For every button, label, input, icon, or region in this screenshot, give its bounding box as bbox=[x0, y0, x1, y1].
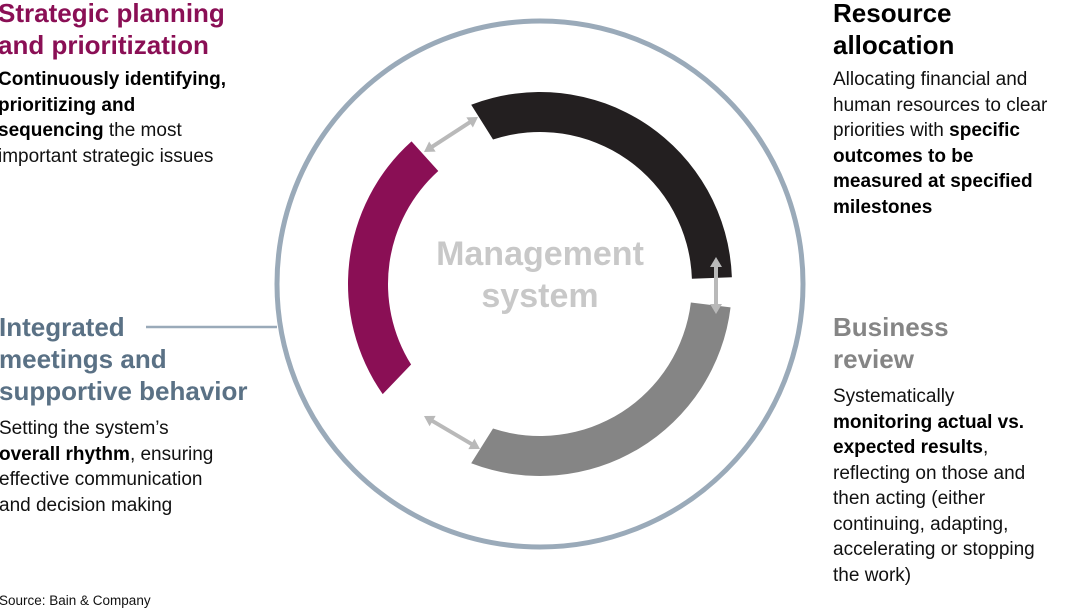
description-text: , ensuring bbox=[129, 443, 214, 465]
description-line: then acting (either bbox=[833, 486, 1080, 512]
resource-allocation-segment bbox=[471, 91, 732, 279]
description-line: Setting the system’s bbox=[0, 416, 289, 442]
double-arrow-top bbox=[424, 117, 478, 152]
arrow-shaft bbox=[429, 418, 475, 447]
description-text: important strategic issues bbox=[0, 145, 214, 167]
description-line: prioritizing and bbox=[0, 93, 288, 119]
heading-line: allocation bbox=[833, 30, 955, 60]
description-line: Systematically bbox=[833, 384, 1080, 410]
description-bold-text: prioritizing and bbox=[0, 94, 136, 116]
arrow-head bbox=[468, 438, 480, 450]
description-text: priorities with bbox=[833, 120, 950, 141]
description-text: Systematically bbox=[833, 386, 955, 407]
description-text: the work) bbox=[833, 564, 912, 586]
description-text: effective communication bbox=[0, 469, 203, 490]
description-text: and decision making bbox=[0, 494, 173, 516]
center-label: Management system bbox=[400, 233, 680, 317]
description-line: overall rhythm, ensuring bbox=[0, 442, 289, 468]
integrated-meetings-heading: Integrated meetings and supportive behav… bbox=[0, 311, 289, 407]
arrow-head bbox=[424, 415, 436, 427]
double-arrow-bottom bbox=[424, 415, 480, 450]
description-text: human resources to clear bbox=[833, 94, 1048, 116]
description-text: continuing, adapting, bbox=[833, 513, 1009, 535]
description-line: continuing, adapting, bbox=[833, 512, 1080, 538]
description-line: monitoring actual vs. bbox=[833, 410, 1080, 436]
description-line: sequencing the most bbox=[0, 118, 288, 144]
description-line: the work) bbox=[833, 563, 1080, 589]
heading-line: Integrated bbox=[0, 312, 125, 342]
description-line: and decision making bbox=[0, 493, 289, 519]
description-line: Continuously identifying, bbox=[0, 67, 288, 93]
double-arrow-right bbox=[710, 257, 722, 314]
heading-line: Business bbox=[833, 312, 949, 342]
description-bold-text: milestones bbox=[833, 196, 933, 218]
business-review-segment bbox=[471, 302, 731, 477]
description-line: milestones bbox=[833, 195, 1080, 221]
description-line: reflecting on those and bbox=[833, 461, 1080, 487]
resource-allocation-heading: Resource allocation bbox=[833, 0, 1080, 61]
description-text: , bbox=[982, 437, 989, 458]
description-bold-text: overall rhythm bbox=[0, 443, 130, 465]
description-bold-text: outcomes to be bbox=[833, 145, 974, 167]
outer-ring bbox=[274, 18, 806, 550]
integrated-meetings-block: Integrated meetings and supportive behav… bbox=[0, 311, 289, 518]
description-text: the most bbox=[103, 120, 182, 141]
arrow-head bbox=[466, 117, 478, 128]
description-bold-text: measured at specified bbox=[833, 171, 1033, 192]
heading-line: meetings and bbox=[0, 344, 167, 374]
description-line: accelerating or stopping bbox=[833, 537, 1080, 563]
description-text: Setting the system’s bbox=[0, 418, 169, 439]
center-label-line-1: Management bbox=[436, 235, 644, 273]
description-line: effective communication bbox=[0, 467, 289, 493]
description-bold-text: monitoring actual vs. bbox=[833, 411, 1025, 433]
business-review-block: Business review Systematically monitoring… bbox=[833, 311, 1080, 588]
heading-line: Strategic planning bbox=[0, 0, 225, 28]
description-bold-text: Continuously identifying, bbox=[0, 69, 226, 90]
description-line: priorities with specific bbox=[833, 118, 1080, 144]
heading-line: review bbox=[833, 344, 914, 374]
description-bold-text: specific bbox=[949, 120, 1020, 141]
description-line: outcomes to be bbox=[833, 144, 1080, 170]
description-line: expected results, bbox=[833, 435, 1080, 461]
description-line: measured at specified bbox=[833, 169, 1080, 195]
description-line: human resources to clear bbox=[833, 93, 1080, 119]
arrow-head bbox=[424, 141, 436, 152]
arrow-head bbox=[710, 257, 722, 267]
center-label-line-2: system bbox=[481, 277, 599, 315]
strategic-planning-segment bbox=[348, 141, 439, 395]
resource-allocation-block: Resource allocation Allocating financial… bbox=[833, 0, 1080, 220]
strategic-planning-heading: Strategic planning and prioritization bbox=[0, 0, 288, 61]
integrated-meetings-description: Setting the system’s overall rhythm, ensu… bbox=[0, 416, 289, 518]
description-text: Allocating financial and bbox=[833, 69, 1028, 90]
strategic-planning-description: Continuously identifying, prioritizing an… bbox=[0, 67, 288, 169]
source-note: Source: Bain & Company bbox=[0, 593, 151, 608]
heading-line: and prioritization bbox=[0, 30, 209, 60]
description-line: Allocating financial and bbox=[833, 67, 1080, 93]
heading-line: supportive behavior bbox=[0, 376, 248, 406]
resource-allocation-description: Allocating financial and human resources … bbox=[833, 67, 1080, 220]
arrow-shaft bbox=[429, 119, 473, 150]
arrow-head bbox=[710, 304, 722, 314]
description-text: then acting (either bbox=[833, 488, 986, 509]
strategic-planning-block: Strategic planning and prioritization Co… bbox=[0, 0, 288, 169]
description-bold-text: expected results bbox=[833, 437, 983, 458]
business-review-heading: Business review bbox=[833, 311, 1080, 375]
heading-line: Resource bbox=[833, 0, 952, 28]
description-line: important strategic issues bbox=[0, 144, 288, 170]
description-bold-text: sequencing bbox=[0, 120, 104, 141]
description-text: reflecting on those and bbox=[833, 462, 1026, 484]
description-text: accelerating or stopping bbox=[833, 539, 1035, 560]
